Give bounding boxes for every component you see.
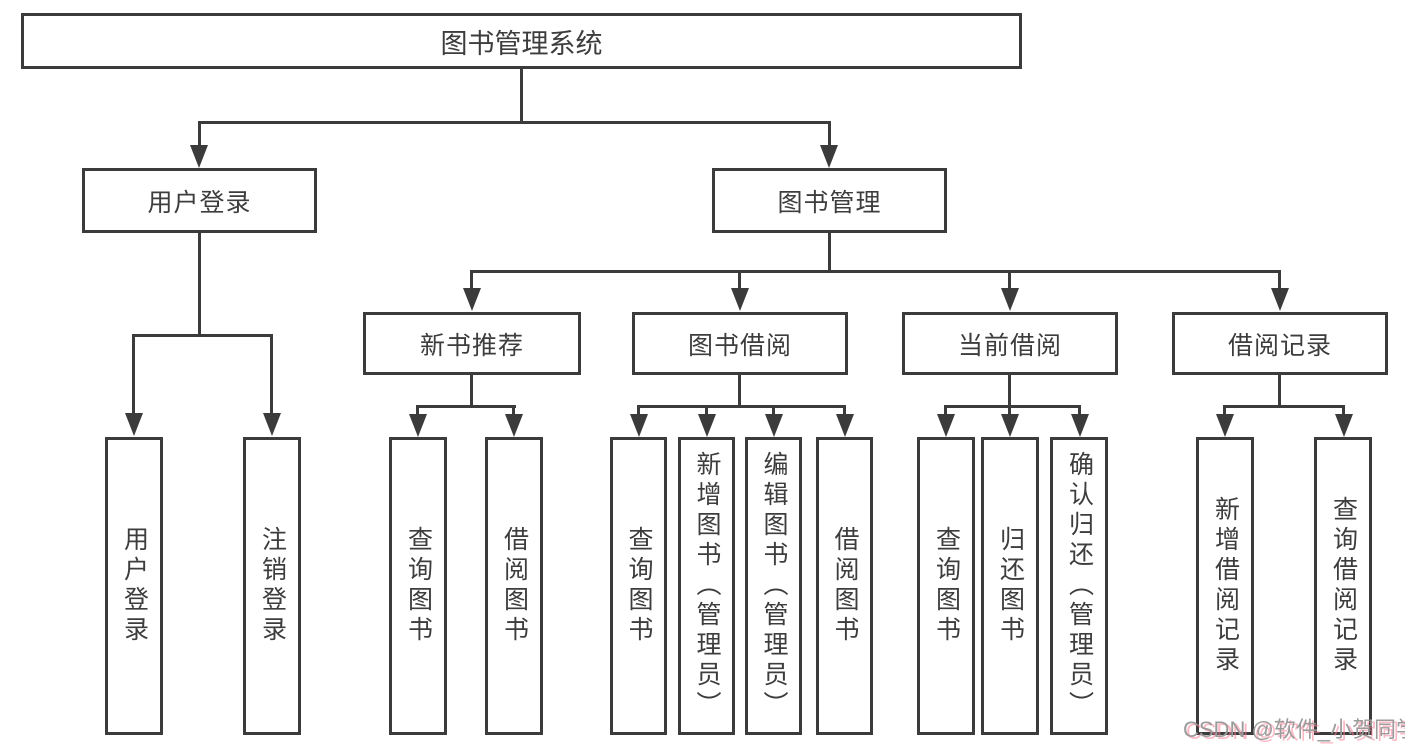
leaf-add-books-admin: 新增图书（管理员） bbox=[678, 437, 735, 735]
leaf-return-books: 归还图书 bbox=[981, 437, 1039, 735]
connector-line bbox=[828, 233, 831, 272]
connector-line bbox=[198, 121, 201, 146]
arrow-head bbox=[765, 414, 783, 437]
connector-line bbox=[843, 405, 846, 416]
node-label: 确认归还（管理员） bbox=[1065, 451, 1094, 721]
node-label: 查询图书 bbox=[404, 526, 433, 646]
arrow-head bbox=[630, 414, 648, 437]
connector-line bbox=[944, 405, 947, 416]
connector-line bbox=[132, 334, 135, 414]
node-borrowing-records: 借阅记录 bbox=[1172, 312, 1388, 375]
arrow-head bbox=[463, 288, 481, 311]
arrow-head bbox=[836, 414, 854, 437]
connector-line bbox=[1278, 270, 1281, 290]
connector-line bbox=[738, 375, 741, 408]
arrow-head bbox=[1071, 414, 1089, 437]
watermark: CSDN @软件_小贺同学 bbox=[1183, 717, 1405, 742]
connector-line bbox=[1078, 405, 1081, 416]
connector-line bbox=[1008, 375, 1011, 408]
connector-line bbox=[470, 375, 473, 408]
leaf-user-login: 用户登录 bbox=[105, 437, 163, 735]
connector-line bbox=[738, 270, 741, 290]
node-label: 查询图书 bbox=[625, 526, 653, 646]
node-label: 用户登录 bbox=[120, 526, 149, 646]
connector-line bbox=[520, 69, 523, 122]
arrow-head bbox=[1216, 414, 1234, 437]
connector-line bbox=[1008, 405, 1011, 416]
arrow-head bbox=[125, 413, 143, 436]
node-label: 图书借阅 bbox=[687, 331, 792, 360]
arrow-head bbox=[190, 145, 208, 168]
leaf-logout: 注销登录 bbox=[243, 437, 301, 735]
arrow-head bbox=[263, 413, 281, 436]
leaf-search-books-recommend: 查询图书 bbox=[389, 437, 447, 735]
connector-line bbox=[470, 270, 1281, 273]
node-user-login: 用户登录 bbox=[82, 168, 317, 233]
leaf-search-books-current: 查询图书 bbox=[917, 437, 975, 735]
leaf-edit-books-admin: 编辑图书（管理员） bbox=[745, 437, 802, 735]
node-current-borrowing: 当前借阅 bbox=[902, 312, 1118, 375]
leaf-search-books-borrowing: 查询图书 bbox=[610, 437, 667, 735]
connector-line bbox=[944, 405, 1081, 408]
leaf-add-borrow-record: 新增借阅记录 bbox=[1196, 437, 1254, 735]
arrow-head bbox=[731, 288, 749, 311]
node-label: 图书管理 bbox=[777, 188, 882, 217]
leaf-borrow-books: 借阅图书 bbox=[816, 437, 873, 735]
arrow-head bbox=[820, 145, 838, 168]
connector-line bbox=[512, 405, 515, 416]
connector-line bbox=[637, 405, 845, 408]
arrow-head bbox=[505, 414, 523, 437]
leaf-borrow-books-recommend: 借阅图书 bbox=[485, 437, 543, 735]
node-label: 新增图书（管理员） bbox=[693, 451, 721, 721]
connector-line bbox=[828, 121, 831, 146]
node-label: 图书管理系统 bbox=[440, 28, 603, 59]
connector-line bbox=[1223, 405, 1344, 408]
node-label: 查询借阅记录 bbox=[1329, 496, 1358, 676]
node-label: 用户登录 bbox=[147, 188, 252, 217]
connector-line bbox=[198, 233, 201, 336]
leaf-search-borrow-record: 查询借阅记录 bbox=[1314, 437, 1372, 735]
node-label: 新增借阅记录 bbox=[1211, 496, 1240, 676]
node-label: 借阅图书 bbox=[831, 526, 859, 646]
node-book-borrowing: 图书借阅 bbox=[632, 312, 848, 375]
connector-line bbox=[772, 405, 775, 416]
connector-line bbox=[705, 405, 708, 416]
leaf-confirm-return-admin: 确认归还（管理员） bbox=[1050, 437, 1108, 735]
connector-line bbox=[416, 405, 516, 408]
connector-line bbox=[270, 334, 273, 414]
connector-line bbox=[1223, 405, 1226, 416]
arrow-head bbox=[1335, 414, 1353, 437]
node-label: 注销登录 bbox=[258, 526, 287, 646]
node-label: 新书推荐 bbox=[419, 331, 524, 360]
arrow-head bbox=[937, 414, 955, 437]
connector-line bbox=[1278, 375, 1281, 408]
arrow-head bbox=[1271, 288, 1289, 311]
node-label: 查询图书 bbox=[932, 526, 961, 646]
node-label: 借阅记录 bbox=[1227, 331, 1332, 360]
arrow-head bbox=[409, 414, 427, 437]
arrow-head bbox=[1001, 288, 1019, 311]
connector-line bbox=[1342, 405, 1345, 416]
connector-line bbox=[1008, 270, 1011, 290]
connector-line bbox=[198, 121, 831, 124]
node-new-book-recommendation: 新书推荐 bbox=[363, 312, 581, 375]
node-label: 编辑图书（管理员） bbox=[760, 451, 788, 721]
node-book-management: 图书管理 bbox=[712, 168, 947, 233]
arrow-head bbox=[1001, 414, 1019, 437]
connector-line bbox=[470, 270, 473, 290]
node-library-management-system: 图书管理系统 bbox=[21, 13, 1022, 69]
node-label: 借阅图书 bbox=[500, 526, 529, 646]
arrow-head bbox=[698, 414, 716, 437]
node-label: 当前借阅 bbox=[957, 331, 1062, 360]
connector-line bbox=[132, 334, 273, 337]
connector-line bbox=[637, 405, 640, 416]
connector-line bbox=[416, 405, 419, 416]
node-label: 归还图书 bbox=[996, 526, 1025, 646]
